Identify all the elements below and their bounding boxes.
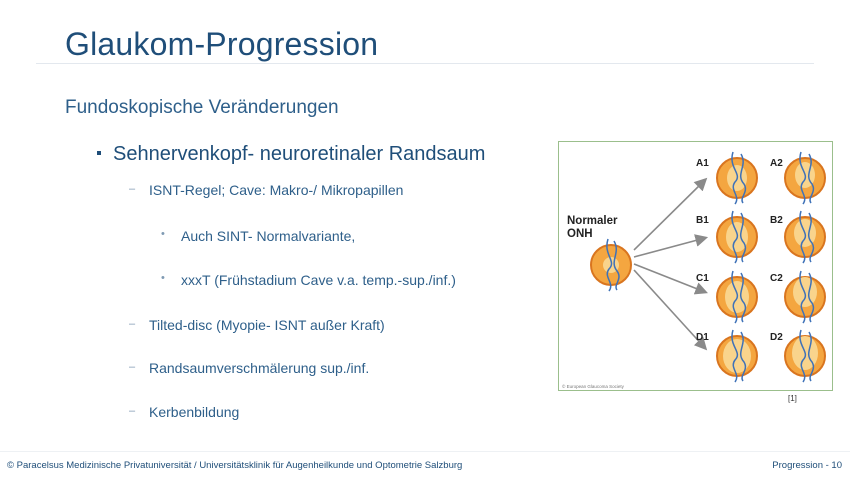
- dot-bullet-icon: •: [161, 228, 165, 240]
- list-item-text: Kerbenbildung: [149, 404, 240, 420]
- optic-disc-d2: [784, 329, 826, 383]
- citation-marker: [1]: [788, 394, 797, 403]
- footer-copyright: © Paracelsus Medizinische Privatuniversi…: [7, 460, 463, 471]
- onh-progression-diagram: Normaler ONH A1 A2 B1 B2 C1 C2 D1 D2: [562, 151, 826, 389]
- footer-divider: [0, 451, 850, 452]
- optic-disc-c1: [716, 270, 758, 324]
- arrow-to-a: [633, 177, 708, 251]
- slide-subtitle: Fundoskopische Veränderungen: [65, 97, 339, 118]
- stage-label-a2: A2: [770, 158, 783, 169]
- stage-label-b1: B1: [696, 215, 709, 226]
- normal-onh-label-line1: Normaler: [567, 215, 618, 227]
- normal-onh-label-line2: ONH: [567, 228, 593, 240]
- arrow-to-c: [633, 263, 708, 295]
- optic-disc-c2: [784, 270, 826, 324]
- slide-title: Glaukom-Progression: [65, 26, 379, 62]
- arrow-to-b: [633, 234, 709, 258]
- list-item-text: xxxT (Frühstadium Cave v.a. temp.-sup./i…: [181, 272, 456, 288]
- normal-optic-disc: [590, 238, 632, 292]
- title-divider: [36, 63, 814, 64]
- onh-progression-figure: Normaler ONH A1 A2 B1 B2 C1 C2 D1 D2: [558, 141, 833, 391]
- stage-label-d1: D1: [696, 332, 709, 343]
- list-item-text: Randsaumverschmälerung sup./inf.: [149, 360, 370, 376]
- figure-copyright: © European Glaucoma Society: [562, 383, 625, 389]
- dot-bullet-icon: •: [161, 272, 165, 284]
- dash-bullet-icon: –: [129, 361, 136, 373]
- optic-disc-a2: [784, 151, 826, 205]
- square-bullet-icon: [97, 151, 101, 155]
- dash-bullet-icon: –: [129, 183, 136, 195]
- dash-bullet-icon: –: [129, 405, 136, 417]
- optic-disc-b1: [716, 210, 758, 264]
- main-bullet-text: Sehnervenkopf- neuroretinaler Randsaum: [113, 143, 486, 165]
- arrow-to-d: [633, 269, 708, 351]
- footer-page-label: Progression - 10: [772, 460, 842, 471]
- list-item-text: Auch SINT- Normalvariante,: [181, 228, 356, 244]
- optic-disc-a1: [716, 151, 758, 205]
- list-item-text: ISNT-Regel; Cave: Makro-/ Mikropapillen: [149, 182, 404, 198]
- stage-label-d2: D2: [770, 332, 783, 343]
- optic-disc-d1: [716, 329, 758, 383]
- stage-label-c1: C1: [696, 273, 709, 284]
- list-item-text: Tilted-disc (Myopie- ISNT außer Kraft): [149, 317, 385, 333]
- stage-label-a1: A1: [696, 158, 709, 169]
- dash-bullet-icon: –: [129, 318, 136, 330]
- stage-label-b2: B2: [770, 215, 783, 226]
- stage-label-c2: C2: [770, 273, 783, 284]
- optic-disc-b2: [784, 210, 826, 264]
